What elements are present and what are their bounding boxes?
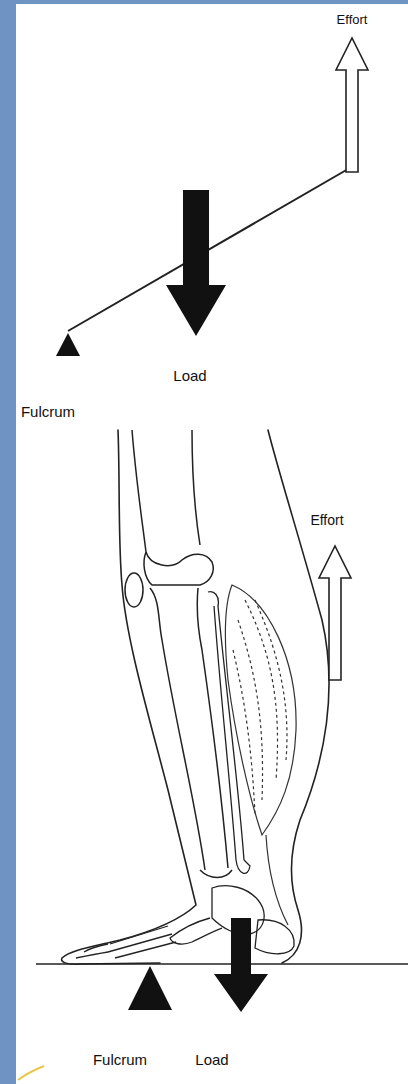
effort-label: Effort xyxy=(335,13,370,27)
calf-muscle xyxy=(225,585,296,925)
calf-muscle xyxy=(233,650,255,815)
load-arrow-leg xyxy=(214,918,268,1012)
leg-outline xyxy=(268,430,329,963)
calf-muscle xyxy=(266,835,288,925)
femur-bone xyxy=(132,430,146,552)
slide-border xyxy=(0,0,16,1084)
fulcrum-triangle xyxy=(56,333,80,356)
foot-bones xyxy=(76,952,108,958)
effort-arrow xyxy=(336,38,368,172)
fulcrum-label: Fulcrum xyxy=(91,1052,149,1069)
ground-line xyxy=(36,964,408,965)
foot-bones xyxy=(110,926,168,944)
fulcrum-triangle-leg xyxy=(128,966,172,1010)
load-label: Load xyxy=(193,1052,230,1069)
effort-arrow-leg xyxy=(319,546,351,680)
foot-bones xyxy=(76,886,294,958)
femur-bone xyxy=(192,430,200,545)
leg-outline xyxy=(62,430,329,964)
load-label: Load xyxy=(171,368,208,385)
load-arrow-leg xyxy=(214,918,268,1012)
tibia-bone xyxy=(197,588,228,868)
fulcrum-label: Fulcrum xyxy=(19,404,77,421)
load-arrow xyxy=(166,190,226,336)
foot-bones xyxy=(84,944,108,952)
slide-border xyxy=(0,0,408,4)
patella xyxy=(125,573,143,607)
leg-outline xyxy=(62,430,196,964)
pen-mark xyxy=(18,1066,44,1080)
effort-arrow-leg xyxy=(319,546,351,680)
foot-bones xyxy=(108,934,172,952)
tibia-bone xyxy=(150,588,205,870)
tibia-bone xyxy=(200,870,232,878)
fibula-bone xyxy=(208,592,244,860)
foot-bones xyxy=(170,918,222,944)
calf-muscle xyxy=(225,585,296,835)
calf-muscle xyxy=(238,620,263,800)
effort-label: Effort xyxy=(308,513,345,528)
foot-bones xyxy=(115,942,176,958)
fibula-bone xyxy=(236,860,250,873)
pen-mark xyxy=(18,1066,44,1080)
fulcrum-triangle-leg xyxy=(128,966,172,1010)
femur-bone xyxy=(132,430,213,585)
foot-bones xyxy=(255,920,294,954)
femur-bone xyxy=(144,552,213,585)
fulcrum-triangle xyxy=(56,333,80,356)
fibula-bone xyxy=(208,592,250,874)
effort-arrow xyxy=(336,38,368,172)
patella xyxy=(125,573,143,607)
ground-line xyxy=(36,963,408,965)
calf-muscle xyxy=(255,600,287,760)
tibia-bone xyxy=(150,588,232,878)
load-arrow xyxy=(166,190,226,336)
